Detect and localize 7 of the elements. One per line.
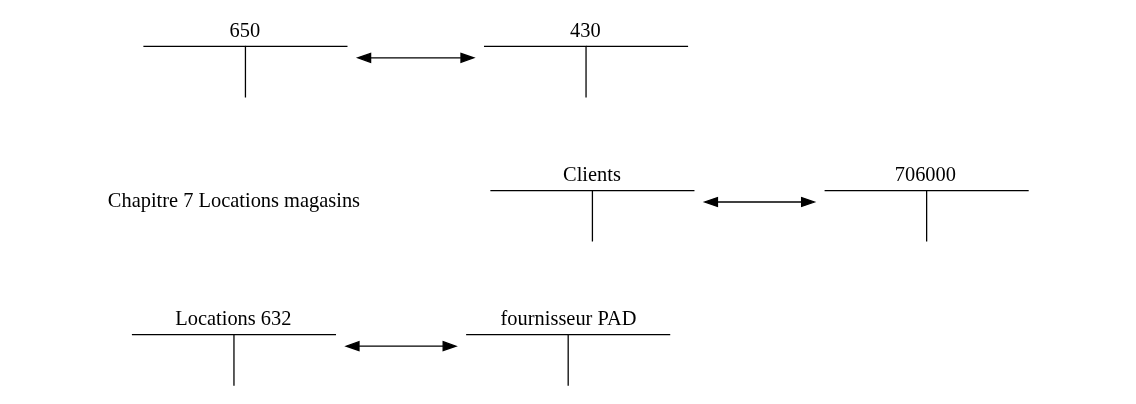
node-text: 706000 [894,163,956,186]
node-text: 650 [228,19,260,42]
label: Chapitre 7 Locations magasins [107,188,360,211]
node-text: Locations 632 [174,307,291,330]
node-text: fournisseur PAD [500,307,636,330]
node-text: 430 [569,19,601,42]
node-text: Clients [562,163,621,186]
